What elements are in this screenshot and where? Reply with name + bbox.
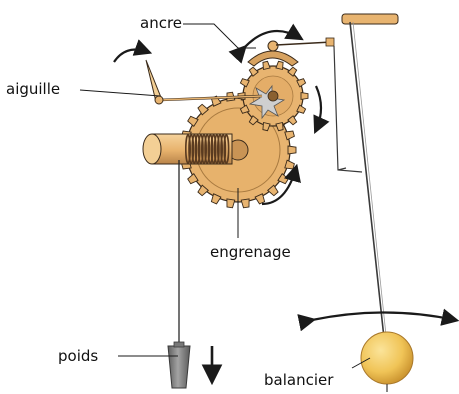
gear-tooth <box>285 131 295 140</box>
gear-tooth <box>227 199 235 208</box>
anchor-escapement <box>244 31 334 66</box>
clock-hand <box>114 50 262 104</box>
label-poids: poids <box>58 347 98 365</box>
pendulum-rod <box>350 22 384 338</box>
escape-wheel-rotation-arrow-icon <box>316 86 321 130</box>
weight <box>168 342 212 388</box>
gear-tooth <box>241 199 249 208</box>
gear-tooth <box>288 146 296 154</box>
hand-rotation-arrow-icon <box>114 50 148 62</box>
gear-tooth <box>285 160 295 169</box>
label-aiguille: aiguille <box>6 80 60 98</box>
pendulum-bob <box>361 332 413 384</box>
label-engrenage: engrenage <box>210 243 291 261</box>
label-ancre: ancre <box>140 14 182 32</box>
gear-tooth <box>301 93 308 100</box>
gear-tooth <box>263 61 270 69</box>
gear-tooth <box>276 61 283 69</box>
pendulum <box>312 14 455 392</box>
pendulum-rod-inner <box>353 22 386 335</box>
label-balancier: balancier <box>264 371 334 389</box>
